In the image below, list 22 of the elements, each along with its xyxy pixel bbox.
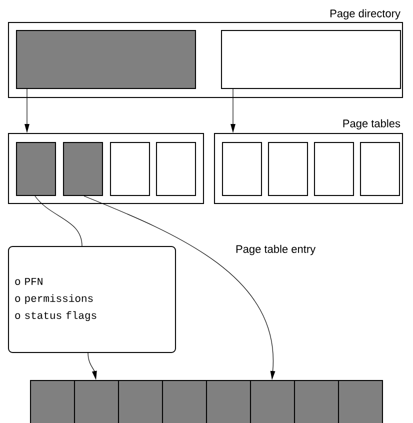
entry-box [206,380,251,423]
entry-box [63,142,103,196]
node-label: Page directory [330,9,400,20]
section-label: Page tables [343,119,400,130]
entry-box [110,142,150,196]
entry-box [338,380,383,423]
entry-box [294,380,339,423]
entry-box [222,142,262,196]
entry-box [250,380,295,423]
entry-box [360,142,400,196]
entry-box [16,30,196,89]
section-label: Page table entry [236,244,316,256]
entry-box [162,380,207,423]
entry-box [221,30,401,89]
entry-box [16,142,56,196]
entry-box [268,142,308,196]
callout-box: o PFN o permissions o status flags [8,246,176,353]
entry-box [314,142,354,196]
entry-box [74,380,119,423]
entry-box [118,380,163,423]
entry-box [30,380,75,423]
entry-box [156,142,196,196]
